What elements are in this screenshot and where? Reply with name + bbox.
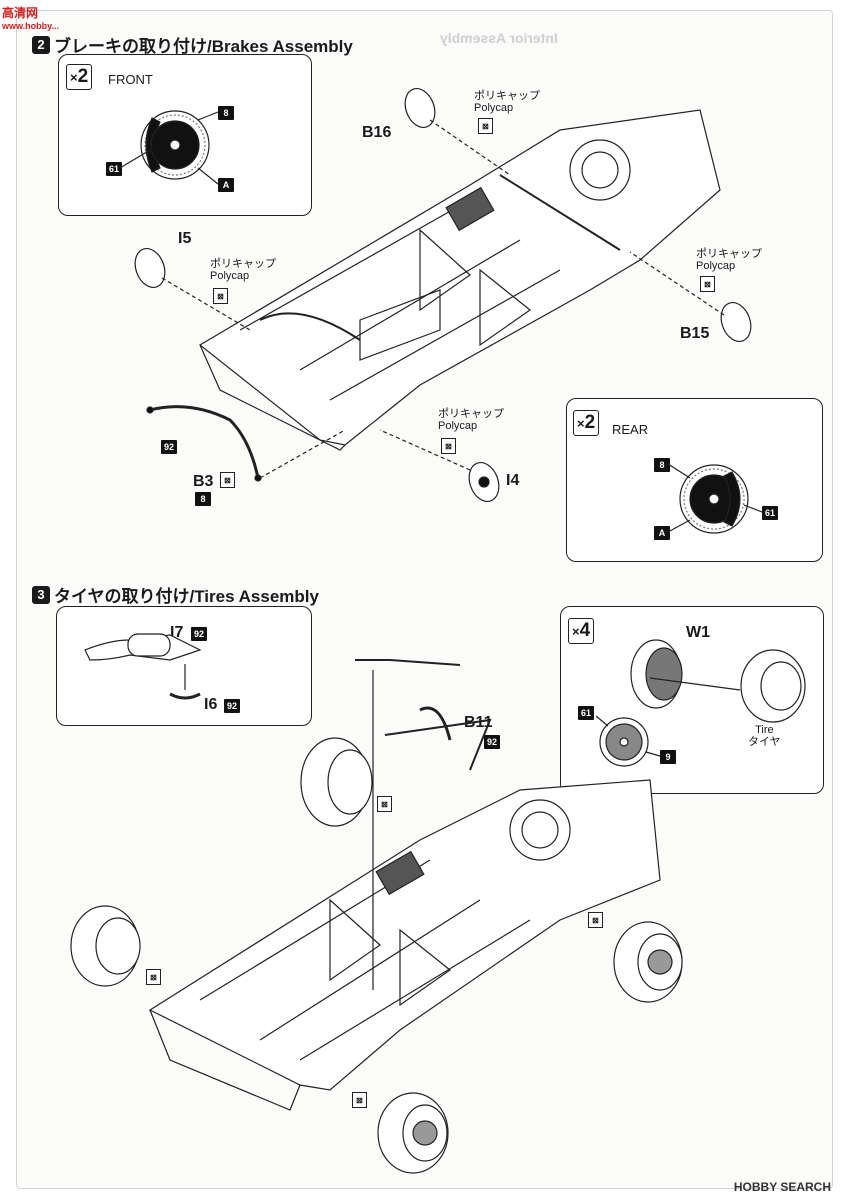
front-tag-a: A [218, 178, 234, 192]
section-2-number: 2 [32, 35, 50, 54]
polycap-icon: ⊠ [377, 796, 392, 812]
polycap-icon: ⊠ [213, 288, 228, 304]
part-b3: B3 [193, 473, 214, 490]
polycap-icon: ⊠ [588, 912, 603, 928]
hobby-search-logo: HOBBY SEARCH [733, 1180, 831, 1194]
rear-tag-61: 61 [762, 506, 778, 520]
link-tag-92: 92 [161, 440, 177, 454]
front-tag-61: 61 [106, 162, 122, 176]
section2-brake-parts [134, 88, 752, 502]
polycap-icon: ⊠ [441, 438, 456, 454]
i7-tag-92: 92 [191, 627, 207, 641]
front-brake-detail [119, 110, 219, 185]
part-i6: I6 [204, 696, 218, 713]
rear-label: REAR [612, 422, 649, 437]
part-i4: I4 [506, 472, 520, 489]
front-multiplier: ×2 [66, 64, 93, 90]
section-3-number: 3 [32, 585, 50, 604]
wheel-tag-9: 9 [660, 750, 676, 764]
section-3-title: 3 タイヤの取り付け/Tires Assembly [32, 582, 319, 607]
rear-tag-a: A [654, 526, 670, 540]
exhaust-box [56, 606, 312, 726]
front-label: FRONT [108, 72, 153, 87]
b3-tag-8: 8 [195, 492, 211, 506]
front-tag-8: 8 [218, 106, 234, 120]
wheel-tag-61: 61 [578, 706, 594, 720]
polycap-icon: ⊠ [146, 969, 161, 985]
polycap-icon: ⊠ [700, 276, 715, 292]
part-b15: B15 [680, 325, 710, 342]
watermark-url: www.hobby... [2, 21, 59, 31]
rear-tag-8: 8 [654, 458, 670, 472]
polycap-icon: ⊠ [478, 118, 493, 134]
part-b16: B16 [362, 124, 392, 141]
lower-chassis [148, 659, 661, 1111]
section-2-title: 2 ブレーキの取り付け/Brakes Assembly [32, 32, 353, 57]
part-i5: I5 [178, 230, 192, 247]
b11-tag-92: 92 [484, 735, 500, 749]
rear-multiplier: ×2 [573, 410, 600, 436]
upper-chassis [198, 109, 721, 451]
section-3-title-text: タイヤの取り付け/Tires Assembly [54, 587, 319, 606]
section-2-title-text: ブレーキの取り付け/Brakes Assembly [54, 37, 353, 56]
exhaust-detail [84, 633, 202, 700]
tires [70, 737, 683, 1174]
part-w1: W1 [686, 624, 710, 641]
watermark-logo: 高清网 [2, 6, 39, 20]
wheel-detail [595, 639, 806, 767]
rear-brake-detail [667, 463, 763, 534]
polycap-icon: ⊠ [352, 1092, 367, 1108]
wheel-multiplier: ×4 [568, 618, 595, 644]
polycap-icon: ⊠ [220, 472, 235, 488]
i6-tag-92: 92 [224, 699, 240, 713]
